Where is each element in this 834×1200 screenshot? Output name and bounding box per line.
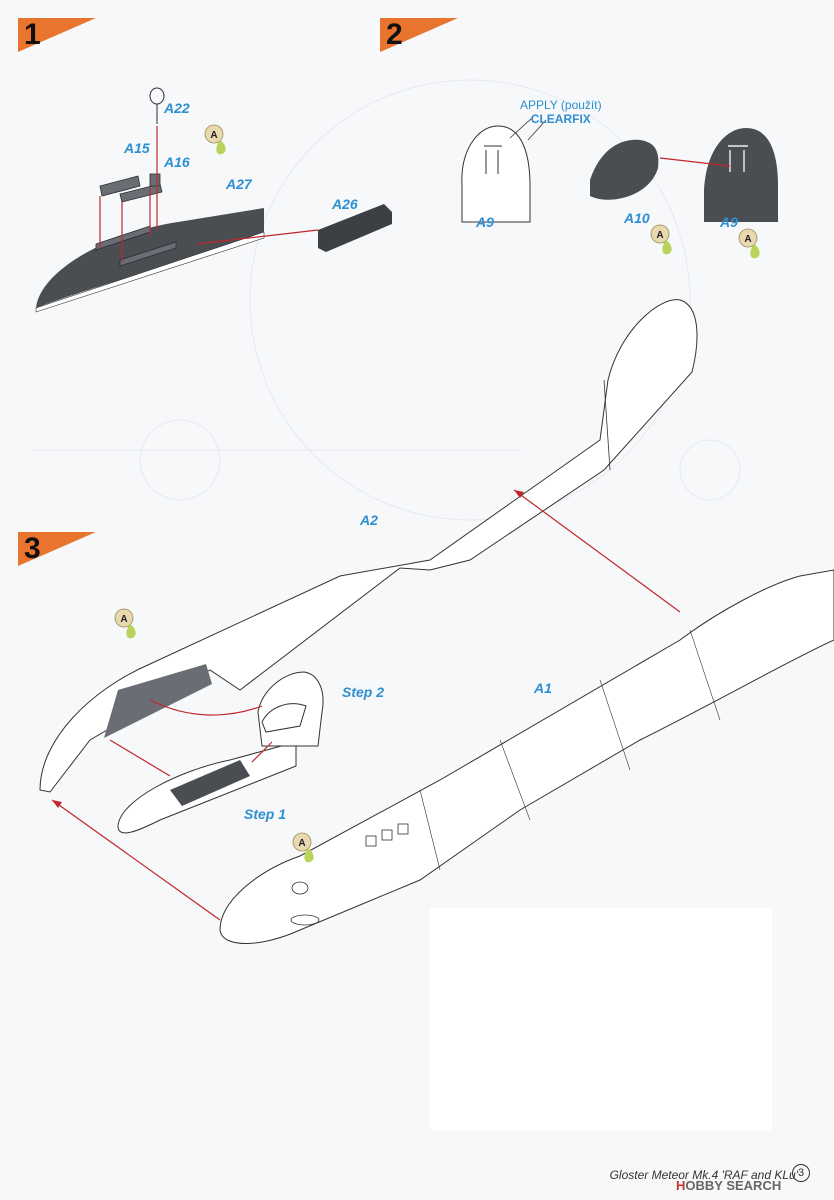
assembly-arrows (51, 489, 681, 921)
part-label-a22: A22 (164, 100, 190, 116)
paint-badge-icons (114, 124, 760, 863)
callout-line2: CLEARFIX (530, 112, 591, 126)
page-footer-title: Gloster Meteor Mk.4 'RAF and KLu' (609, 1168, 798, 1182)
part-label-a9-right: A9 (720, 214, 738, 230)
part-label-a2: A2 (360, 512, 378, 528)
part-label-a26: A26 (332, 196, 358, 212)
step-number: 2 (386, 18, 403, 51)
paint-badge-5: A (298, 838, 305, 849)
watermark: HOBBY SEARCH (676, 1178, 781, 1193)
step-badge-1: 1 (18, 18, 96, 52)
paint-badge-4: A (120, 614, 127, 625)
watermark-text: OBBY SEARCH (685, 1178, 782, 1193)
part-label-a16: A16 (164, 154, 190, 170)
part-label-a27: A27 (226, 176, 252, 192)
paint-badge-2: A (656, 230, 663, 241)
page-number: 3 (792, 1164, 810, 1182)
step-number: 3 (24, 532, 41, 565)
step-number: 1 (24, 18, 41, 51)
part-label-a1: A1 (534, 680, 552, 696)
fuselage-half-a1 (219, 569, 834, 944)
part-label-a15: A15 (124, 140, 150, 156)
paint-badge-3: A (744, 234, 751, 245)
clearfix-callout: APPLY (použít) CLEARFIX (520, 98, 602, 126)
step-badge-3: 3 (18, 532, 96, 566)
fuselage-half-a2 (39, 299, 698, 793)
substep-label-step2: Step 2 (342, 684, 385, 700)
part-label-a9-left: A9 (476, 214, 494, 230)
blank-panel (430, 908, 772, 1130)
step-badge-2: 2 (380, 18, 458, 52)
bulkhead-assembly (461, 117, 778, 223)
callout-line1: APPLY (použít) (520, 98, 602, 112)
substep-label-step1: Step 1 (244, 806, 287, 822)
part-label-a10: A10 (624, 210, 650, 226)
watermark-prefix: H (676, 1178, 686, 1193)
cockpit-floor-a27 (35, 87, 392, 313)
paint-badge-1: A (210, 130, 217, 141)
floor-subassembly (117, 671, 324, 834)
